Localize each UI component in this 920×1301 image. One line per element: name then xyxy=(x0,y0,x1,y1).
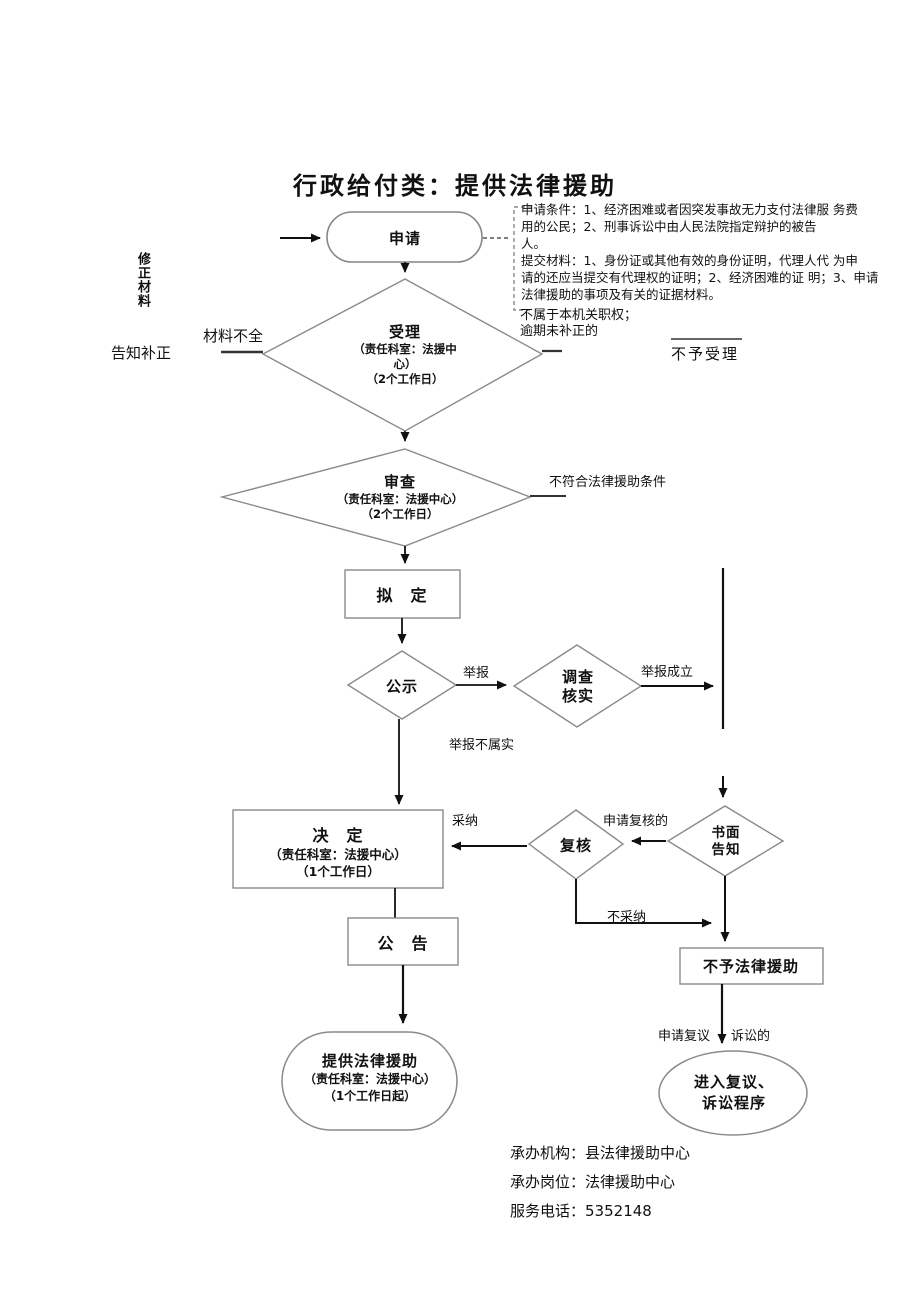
node-no-aid-shape xyxy=(679,947,824,985)
node-provide-aid-shape xyxy=(281,1031,458,1131)
node-provide-aid: 提供法律援助 （责任科室：法援中心） （1个工作日起） xyxy=(275,1050,465,1105)
footer-agency-value: 县法律援助中心 xyxy=(585,1144,691,1162)
node-reject-label: 不予受理 xyxy=(671,345,740,363)
footer-agency-label: 承办机构： xyxy=(510,1144,586,1162)
label-report-invalid: 举报不属实 xyxy=(449,738,515,753)
footer-post-value: 法律援助中心 xyxy=(585,1173,676,1191)
node-accept: 受理 （责任科室：法援中 心） （2个工作日） xyxy=(320,321,490,387)
label-notify-correct: 告知补正 xyxy=(111,344,172,362)
label-apply-recheck: 申请复核的 xyxy=(603,814,669,829)
node-provide-aid-sub: （责任科室：法援中心） （1个工作日起） xyxy=(303,1072,436,1103)
node-publicity-label: 公示 xyxy=(385,677,419,696)
node-decision-sub: （责任科室：法援中心） （1个工作日） xyxy=(269,847,407,879)
node-apply-label: 申请 xyxy=(388,229,422,248)
node-investigate-label: 调查 核实 xyxy=(561,668,595,705)
node-litigation-label: 进入复议、 诉讼程序 xyxy=(693,1073,775,1112)
node-provide-aid-label: 提供法律援助 xyxy=(321,1052,418,1070)
label-not-adopt: 不采纳 xyxy=(607,910,647,925)
label-revise-material: 修正材料 xyxy=(135,252,150,308)
node-accept-sub: （责任科室：法援中 心） （2个工作日） xyxy=(353,342,457,386)
label-adopt: 采纳 xyxy=(452,814,479,829)
node-accept-label: 受理 xyxy=(388,323,421,341)
page-title: 行政给付类：提供法律援助 xyxy=(293,171,617,200)
node-recheck-label: 复核 xyxy=(559,836,593,855)
annotation-text: 申请条件：1、经济困难或者因突发事故无力支付法律服 务费 用的公民；2、刑事诉讼… xyxy=(521,202,879,302)
label-apply-reconsider: 申请复议 xyxy=(658,1029,711,1044)
node-litigation-shape xyxy=(658,1050,808,1136)
footer-phone: 服务电话：5352148 xyxy=(510,1197,690,1226)
node-review-sub: （责任科室：法援中心） （2个工作日） xyxy=(336,492,464,521)
footer-post: 承办岗位：法律援助中心 xyxy=(510,1168,690,1197)
node-announce-label: 公 告 xyxy=(377,934,429,953)
node-draft-shape xyxy=(344,569,461,619)
footer-phone-value: 5352148 xyxy=(585,1202,652,1220)
label-report-valid: 举报成立 xyxy=(641,665,694,680)
footer-info: 承办机构：县法律援助中心 承办岗位：法律援助中心 服务电话：5352148 xyxy=(510,1139,690,1226)
label-not-qualified: 不符合法律援助条件 xyxy=(549,475,667,490)
node-review-label: 审查 xyxy=(383,473,416,491)
label-incomplete: 材料不全 xyxy=(203,327,264,345)
node-draft-label: 拟 定 xyxy=(376,586,428,605)
footer-phone-label: 服务电话： xyxy=(510,1202,586,1220)
node-review: 审查 （责任科室：法援中心） （2个工作日） xyxy=(305,471,495,522)
node-decision-label: 决 定 xyxy=(312,826,364,845)
node-investigate-shape xyxy=(512,644,643,728)
node-no-aid-label: 不予法律援助 xyxy=(702,957,800,976)
node-publicity-shape xyxy=(346,650,458,720)
node-written-notice-label: 书面 告知 xyxy=(711,825,741,858)
footer-post-label: 承办岗位： xyxy=(510,1173,586,1191)
edge-recheck-notadopt xyxy=(575,879,712,928)
annotation-bracket xyxy=(513,206,532,311)
label-not-authority: 不属于本机关职权； 逾期未补正的 xyxy=(520,308,638,339)
node-decision: 决 定 （责任科室：法援中心） （1个工作日） xyxy=(238,822,438,880)
label-report: 举报 xyxy=(463,666,490,681)
label-litigation-suffix: 诉讼的 xyxy=(731,1029,771,1044)
footer-agency: 承办机构：县法律援助中心 xyxy=(510,1139,690,1168)
node-decision-shape xyxy=(232,809,444,889)
